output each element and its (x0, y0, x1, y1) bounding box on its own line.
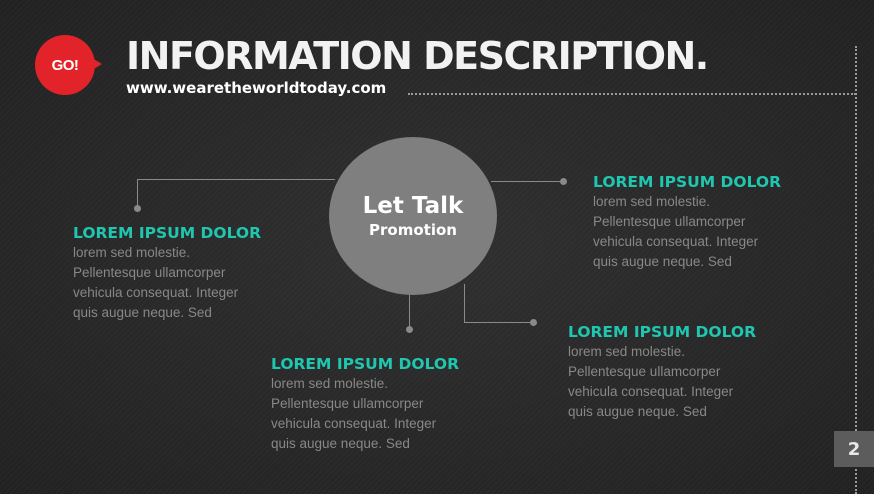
connector-line-left-drop (137, 179, 138, 209)
info-line: lorem sed molestie. (73, 245, 191, 260)
connector-line-bottom-right-drop (464, 284, 465, 323)
connector-line-bottom-right (464, 322, 534, 323)
info-line: Pellentesque ullamcorper (593, 214, 746, 229)
info-heading: LOREM IPSUM DOLOR (593, 173, 782, 191)
info-line: Pellentesque ullamcorper (271, 396, 424, 411)
connector-line-right-top (491, 181, 563, 182)
info-line: quis augue neque. Sed (73, 305, 212, 320)
connector-line-bottom (409, 294, 410, 328)
info-block-right-top: LOREM IPSUM DOLOR lorem sed molestie. Pe… (593, 172, 813, 272)
dotted-divider-horizontal (408, 93, 856, 95)
info-line: Pellentesque ullamcorper (73, 265, 226, 280)
info-heading: LOREM IPSUM DOLOR (73, 224, 262, 242)
info-line: vehicula consequat. Integer (568, 384, 734, 399)
connector-dot-left (134, 205, 141, 212)
website-url: www.wearetheworldtoday.com (126, 79, 387, 97)
page-title: INFORMATION DESCRIPTION. (126, 34, 709, 78)
connector-dot-right-top (560, 178, 567, 185)
info-heading: LOREM IPSUM DOLOR (271, 355, 460, 373)
speech-bubble-tail-icon (92, 58, 102, 70)
connector-dot-bottom-right (530, 319, 537, 326)
info-block-bottom-right: LOREM IPSUM DOLOR lorem sed molestie. Pe… (568, 322, 788, 422)
center-subtitle: Promotion (369, 221, 457, 239)
go-badge-label: GO! (51, 56, 79, 74)
connector-line-left (137, 179, 335, 180)
connector-dot-bottom (406, 326, 413, 333)
info-line: lorem sed molestie. (271, 376, 389, 391)
dotted-divider-vertical (855, 46, 857, 494)
info-block-left: LOREM IPSUM DOLOR lorem sed molestie. Pe… (73, 223, 293, 323)
info-line: vehicula consequat. Integer (73, 285, 239, 300)
info-line: vehicula consequat. Integer (271, 416, 437, 431)
info-line: quis augue neque. Sed (593, 254, 732, 269)
info-line: quis augue neque. Sed (271, 436, 410, 451)
info-line: lorem sed molestie. (593, 194, 711, 209)
info-block-bottom: LOREM IPSUM DOLOR lorem sed molestie. Pe… (271, 354, 491, 454)
page-number: 2 (834, 431, 874, 467)
info-line: Pellentesque ullamcorper (568, 364, 721, 379)
info-heading: LOREM IPSUM DOLOR (568, 323, 757, 341)
info-line: lorem sed molestie. (568, 344, 686, 359)
center-title: Let Talk (362, 193, 464, 219)
go-badge: GO! (35, 35, 95, 95)
info-line: vehicula consequat. Integer (593, 234, 759, 249)
center-circle: Let Talk Promotion (329, 137, 497, 295)
info-line: quis augue neque. Sed (568, 404, 707, 419)
